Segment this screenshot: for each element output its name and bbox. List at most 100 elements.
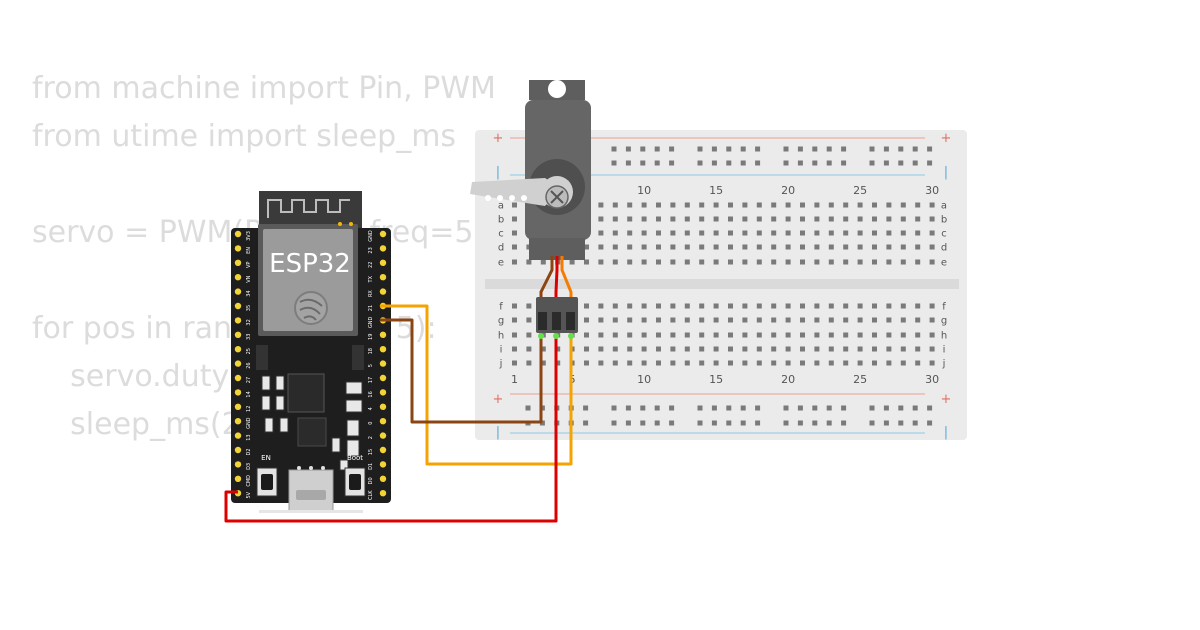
breadboard-hole[interactable] [627,360,633,366]
rail-hole[interactable] [869,420,875,426]
breadboard-hole[interactable] [540,346,546,352]
breadboard-hole[interactable] [886,360,892,366]
breadboard-hole[interactable] [598,346,604,352]
breadboard-hole[interactable] [699,332,705,338]
breadboard-hole[interactable] [814,244,820,250]
breadboard-hole[interactable] [814,317,820,323]
breadboard-hole[interactable] [756,317,762,323]
breadboard-hole[interactable] [800,216,805,222]
breadboard-hole[interactable] [900,360,906,366]
esp32-pin[interactable] [234,259,242,266]
breadboard-hole[interactable] [800,360,805,366]
breadboard-hole[interactable] [526,244,532,250]
esp32-pin[interactable] [234,317,242,324]
breadboard-hole[interactable] [540,360,546,366]
breadboard-hole[interactable] [584,332,589,338]
breadboard-hole[interactable] [742,244,748,250]
breadboard-hole[interactable] [886,202,892,208]
breadboard-hole[interactable] [512,332,517,338]
rail-hole[interactable] [869,146,875,152]
breadboard-hole[interactable] [742,332,748,338]
breadboard-hole[interactable] [814,259,820,265]
breadboard-hole[interactable] [857,244,863,250]
breadboard-hole[interactable] [627,230,633,236]
esp32-pin[interactable] [234,302,242,310]
esp32-pin[interactable] [234,288,242,295]
rail-hole[interactable] [797,420,803,426]
breadboard-hole[interactable] [872,244,877,250]
breadboard-hole[interactable] [857,317,863,323]
breadboard-hole[interactable] [684,259,690,265]
breadboard-hole[interactable] [872,216,877,222]
rail-hole[interactable] [841,405,847,411]
rail-hole[interactable] [812,160,818,166]
breadboard-hole[interactable] [656,216,661,222]
breadboard-hole[interactable] [641,216,647,222]
breadboard-hole[interactable] [699,216,705,222]
esp32-pin[interactable] [234,418,242,425]
breadboard-hole[interactable] [857,303,863,309]
rail-hole[interactable] [740,160,746,166]
breadboard-hole[interactable] [915,332,921,338]
rail-hole[interactable] [726,405,732,411]
breadboard-hole[interactable] [800,202,805,208]
breadboard-hole[interactable] [526,332,532,338]
breadboard-hole[interactable] [843,303,849,309]
rail-hole[interactable] [898,160,904,166]
breadboard-hole[interactable] [713,303,719,309]
rail-hole[interactable] [927,405,933,411]
breadboard-hole[interactable] [843,216,849,222]
breadboard-hole[interactable] [929,317,935,323]
esp32-pin[interactable] [379,446,387,454]
breadboard-hole[interactable] [641,346,647,352]
breadboard-hole[interactable] [915,360,921,366]
breadboard-hole[interactable] [670,332,676,338]
breadboard-hole[interactable] [857,202,863,208]
breadboard-hole[interactable] [728,216,733,222]
breadboard-hole[interactable] [872,346,877,352]
breadboard-hole[interactable] [670,216,676,222]
rail-hole[interactable] [711,160,717,166]
breadboard-hole[interactable] [900,230,906,236]
breadboard-hole[interactable] [872,332,877,338]
breadboard-hole[interactable] [627,244,633,250]
rail-hole[interactable] [654,146,660,152]
breadboard-hole[interactable] [929,216,935,222]
rail-hole[interactable] [726,146,732,152]
breadboard-hole[interactable] [785,259,791,265]
breadboard-hole[interactable] [684,244,690,250]
breadboard-hole[interactable] [612,244,618,250]
breadboard-hole[interactable] [900,346,906,352]
breadboard-hole[interactable] [728,317,733,323]
breadboard-hole[interactable] [713,360,719,366]
rail-hole[interactable] [740,146,746,152]
breadboard-hole[interactable] [641,317,647,323]
breadboard-hole[interactable] [512,360,517,366]
breadboard-hole[interactable] [843,202,849,208]
esp32-pin[interactable] [234,461,242,468]
breadboard-hole[interactable] [555,346,561,352]
breadboard-hole[interactable] [728,332,733,338]
breadboard-hole[interactable] [785,216,791,222]
breadboard-hole[interactable] [584,259,589,265]
rail-hole[interactable] [797,405,803,411]
breadboard-hole[interactable] [728,230,733,236]
rail-hole[interactable] [726,420,732,426]
breadboard-hole[interactable] [512,317,517,323]
breadboard-hole[interactable] [828,332,834,338]
breadboard-hole[interactable] [584,346,589,352]
breadboard-hole[interactable] [684,216,690,222]
esp32-pin[interactable] [379,230,387,238]
breadboard-hole[interactable] [785,332,791,338]
rail-hole[interactable] [812,420,818,426]
wire-power[interactable] [224,314,558,523]
rail-hole[interactable] [726,160,732,166]
breadboard-hole[interactable] [900,259,906,265]
rail-hole[interactable] [669,160,675,166]
rail-hole[interactable] [783,146,789,152]
breadboard-hole[interactable] [656,346,661,352]
breadboard-hole[interactable] [713,317,719,323]
rail-hole[interactable] [869,160,875,166]
rail-hole[interactable] [525,405,531,411]
breadboard-hole[interactable] [656,202,661,208]
